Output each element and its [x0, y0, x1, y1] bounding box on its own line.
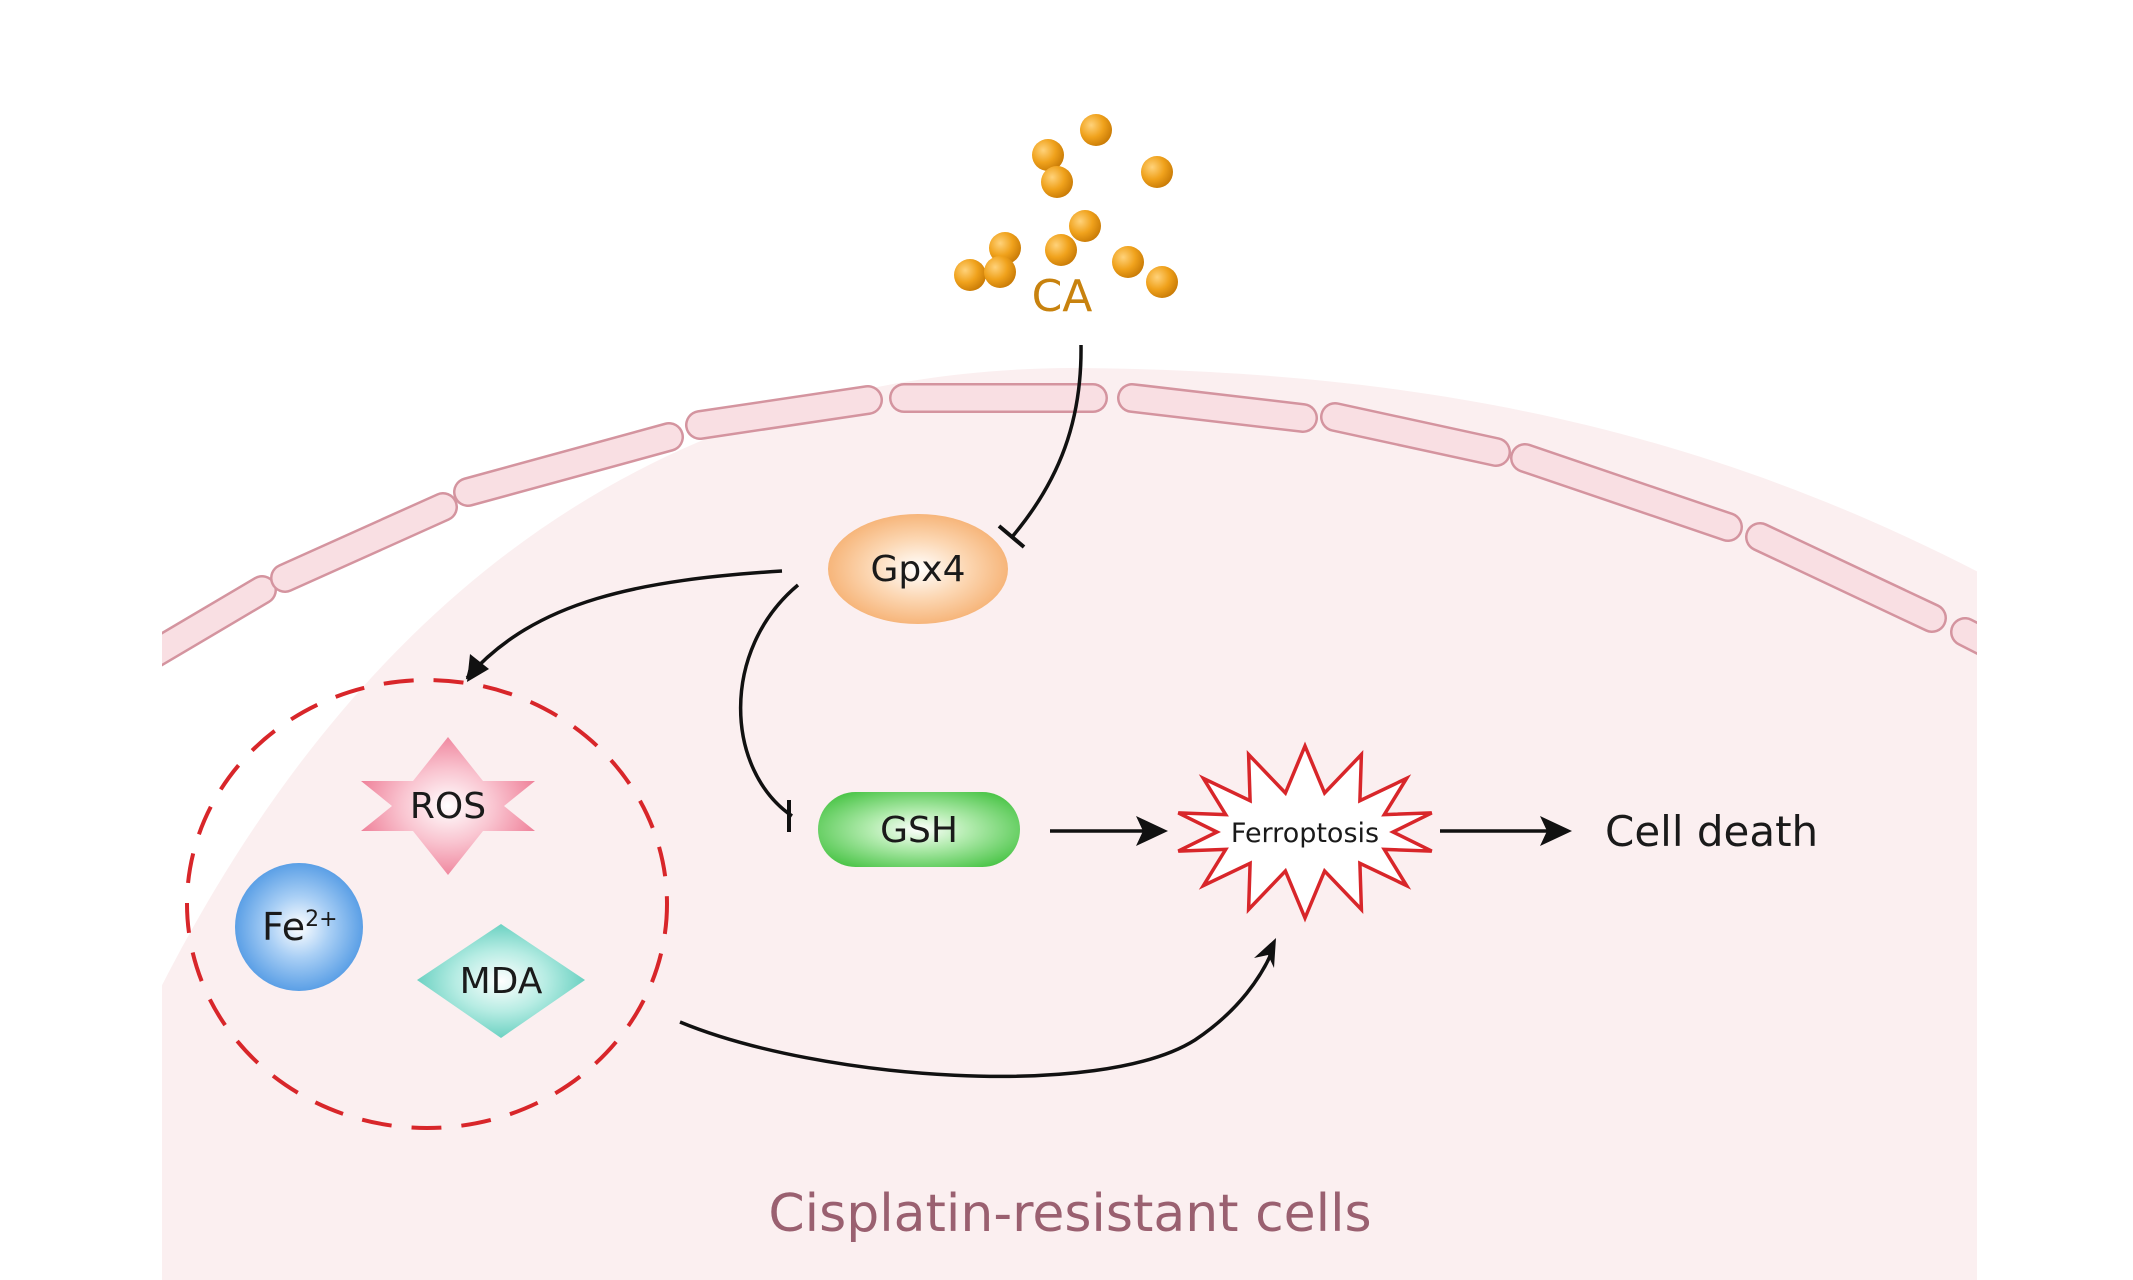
arrowhead-gpx4-to-cluster — [467, 654, 489, 682]
ros-node: ROS — [361, 737, 535, 875]
ca-particle — [954, 259, 986, 291]
fe-label: Fe2+ — [262, 905, 338, 949]
ferroptosis-node: Ferroptosis — [1177, 741, 1433, 923]
fe-charge: 2+ — [305, 907, 337, 932]
membrane-segment — [1512, 445, 1741, 540]
arrowhead-gsh-to-ferroptosis — [1136, 816, 1168, 846]
inhibition-ca-gpx4 — [1010, 344, 1083, 539]
ros-label: ROS — [410, 786, 486, 827]
arrow-gpx4-to-cluster — [465, 569, 783, 680]
membrane-segment — [1322, 404, 1509, 465]
ca-particle — [1141, 156, 1173, 188]
ca-label: CA — [1032, 271, 1093, 322]
gpx4-node: Gpx4 — [828, 514, 1008, 624]
ca-particle — [1032, 139, 1064, 171]
ca-particles — [954, 114, 1178, 298]
ca-particle — [1112, 246, 1144, 278]
fe-node: Fe2+ — [235, 863, 363, 991]
gpx4-label: Gpx4 — [871, 549, 966, 590]
ferroptosis-burst — [1177, 741, 1433, 923]
gsh-node: GSH — [818, 792, 1020, 867]
arrowhead-ferroptosis-to-death — [1540, 816, 1572, 846]
arrow-cluster-to-ferroptosis — [679, 951, 1274, 1079]
membrane-segment — [1119, 385, 1316, 431]
ca-particle — [1041, 166, 1073, 198]
dashed-cluster-circle — [185, 678, 669, 1130]
ca-particle — [984, 256, 1016, 288]
mda-label: MDA — [460, 961, 543, 1002]
membrane-segment — [162, 577, 275, 664]
ca-particle — [1045, 234, 1077, 266]
gsh-label: GSH — [880, 810, 958, 851]
cell-type-label: Cisplatin-resistant cells — [768, 1184, 1371, 1244]
ca-particle — [1069, 210, 1101, 242]
ca-particle — [1080, 114, 1112, 146]
cell-death-label: Cell death — [1605, 807, 1818, 856]
membrane-segment — [455, 424, 682, 505]
ca-particle — [989, 232, 1021, 264]
ferroptosis-label: Ferroptosis — [1231, 818, 1379, 849]
inhibition-bar-gpx4 — [997, 524, 1026, 549]
membrane-segment — [687, 387, 881, 438]
arrowhead-cluster-to-ferroptosis — [1254, 938, 1276, 968]
membrane-segment — [272, 494, 456, 591]
membrane-segment — [1952, 619, 1977, 653]
inhibition-gpx4-gsh — [738, 583, 800, 818]
mda-diamond-shape — [417, 924, 585, 1038]
cell-membrane — [162, 383, 1977, 667]
membrane-segment — [1747, 524, 1945, 631]
ros-star-shape — [361, 737, 535, 875]
cell-body — [162, 368, 1977, 1280]
ca-particle — [1146, 266, 1178, 298]
mda-node: MDA — [417, 924, 585, 1038]
fe-symbol: Fe — [262, 905, 305, 949]
